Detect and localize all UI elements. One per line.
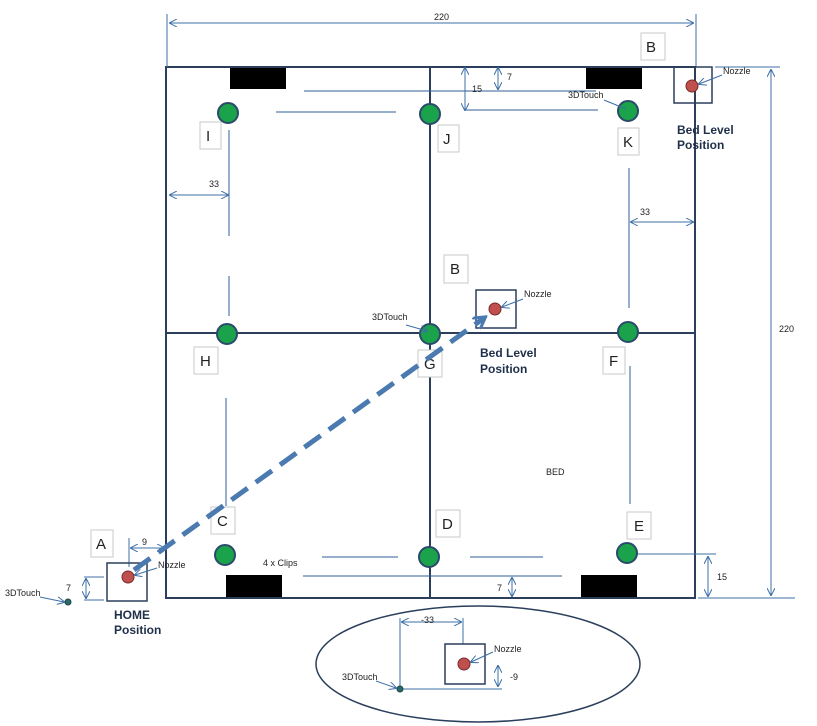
point-j (419, 103, 441, 125)
dim-33-left: 33 (209, 179, 219, 189)
point-h (216, 323, 238, 345)
home-line2: Position (114, 623, 161, 637)
clip-bottom-left (226, 575, 282, 597)
point-labels: I J K H G F C D E (193, 121, 652, 540)
dim-33-right: 33 (640, 207, 650, 217)
guide-lines (225, 90, 631, 577)
dim-9-home: 9 (142, 537, 147, 547)
label-k: K (623, 134, 633, 151)
inset-probe (396, 685, 404, 693)
dim-7-bottom: 7 (497, 583, 502, 593)
nozzle-label-top: Nozzle (723, 66, 751, 76)
label-i: I (206, 128, 210, 145)
position-a-label: A (96, 536, 106, 553)
inset-x-offset: -33 (421, 615, 434, 625)
home-line1: HOME (114, 608, 150, 622)
dimension-33-left: 33 (170, 179, 228, 195)
probe-label-mid: 3DTouch (372, 312, 408, 322)
label-f: F (609, 353, 618, 370)
point-d (418, 546, 440, 568)
bed-level-top-line1: Bed Level (677, 123, 734, 137)
bed-level-top-line2: Position (677, 138, 724, 152)
point-g (419, 323, 441, 345)
dimension-7-bottom: 7 (497, 578, 512, 596)
position-labels: A B B (90, 32, 666, 558)
point-k (617, 100, 639, 122)
nozzle-label-home: Nozzle (158, 560, 186, 570)
dimension-33-right: 33 (631, 207, 693, 222)
bed-level-mid-line1: Bed Level (480, 346, 537, 360)
probe-label-home: 3DTouch (5, 588, 41, 598)
dim-15-right: 15 (717, 572, 727, 582)
inset-offset-detail: -33 Nozzle -9 3DTouch (315, 605, 641, 723)
nozzle-home: Nozzle HOME Position 3DTouch (5, 560, 186, 637)
nozzle-red-home (121, 570, 135, 584)
label-h: H (200, 353, 211, 370)
clip-top-left (230, 68, 286, 89)
position-b-mid-label: B (450, 261, 460, 278)
inset-y-offset: -9 (510, 672, 518, 682)
width-label: 220 (434, 12, 449, 22)
dimension-top-offsets: 15 7 (465, 68, 512, 110)
nozzle-red-mid (488, 302, 502, 316)
label-d: D (442, 516, 453, 533)
clip-top-right (586, 68, 642, 89)
dim-7-top: 7 (507, 72, 512, 82)
point-c (214, 544, 236, 566)
move-path-arrow (132, 318, 484, 573)
inset-nozzle (457, 657, 471, 671)
nozzle-label-mid: Nozzle (524, 289, 552, 299)
dim-7-home: 7 (66, 583, 71, 593)
inset-nozzle-label: Nozzle (494, 644, 522, 654)
point-e (616, 542, 638, 564)
dim-15-top: 15 (472, 84, 482, 94)
dimension-width: 220 (166, 12, 697, 67)
bed-label: BED (546, 467, 565, 477)
clips-label: 4 x Clips (263, 558, 298, 568)
label-c: C (217, 513, 228, 530)
probe-dot-home (64, 598, 72, 606)
probe-points (214, 100, 639, 568)
position-b-top-label: B (646, 39, 656, 56)
height-label: 220 (779, 324, 794, 334)
point-f (617, 321, 639, 343)
probe-label-top: 3DTouch (568, 90, 604, 100)
label-e: E (634, 518, 644, 535)
point-i (217, 102, 239, 124)
nozzle-red-top (685, 79, 699, 93)
label-g: G (424, 356, 436, 373)
dimension-height: 220 (698, 66, 795, 599)
nozzle-bed-level-top: Nozzle Bed Level Position 3DTouch (568, 66, 751, 152)
inset-probe-label: 3DTouch (342, 672, 378, 682)
dimension-home: 9 7 (66, 537, 164, 601)
dimension-15-right: 15 (628, 553, 727, 596)
bed-level-mid-line2: Position (480, 362, 527, 376)
nozzle-bed-level-mid: Nozzle Bed Level Position 3DTouch (372, 289, 552, 376)
label-j: J (443, 131, 451, 148)
clip-bottom-right (581, 575, 637, 597)
